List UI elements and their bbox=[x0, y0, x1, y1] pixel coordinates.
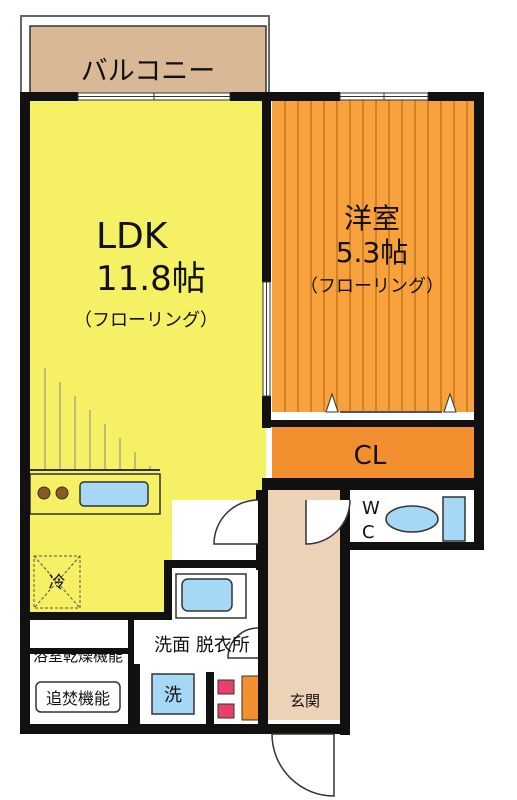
balcony-label: バルコニー bbox=[81, 56, 215, 87]
bath-dryer-label: 浴室乾燥機能 bbox=[33, 647, 123, 665]
stove-burner-right bbox=[55, 486, 69, 500]
toilet-label-c: C bbox=[362, 522, 375, 543]
western-room-floor-label: （フローリング） bbox=[300, 276, 444, 297]
entrance-label: 玄関 bbox=[290, 692, 320, 710]
shoebox-side bbox=[241, 675, 261, 721]
windows bbox=[77, 92, 429, 397]
washbasin-sink bbox=[181, 578, 233, 612]
western-room-name: 洋室 bbox=[344, 202, 400, 235]
fridge-cross-b bbox=[33, 555, 81, 609]
closet-label: CL bbox=[354, 441, 387, 471]
closet-door-marker-right bbox=[443, 392, 457, 413]
walls bbox=[20, 92, 484, 735]
toilet-door-arc bbox=[305, 499, 351, 545]
closet-door-marker-left bbox=[325, 392, 339, 413]
entrance-door-arc bbox=[271, 733, 335, 797]
ldk-name: LDK bbox=[96, 216, 169, 257]
kitchen-sink bbox=[79, 481, 149, 507]
shoebox-bottom bbox=[217, 703, 235, 719]
stove-burner-left bbox=[37, 486, 51, 500]
closet-area bbox=[272, 426, 474, 478]
fridge-label: 冷 bbox=[49, 573, 66, 593]
toilet-bowl bbox=[385, 505, 439, 533]
reheat-box bbox=[35, 681, 121, 713]
ldk-floor-label: （フローリング） bbox=[74, 310, 218, 331]
shoebox-top bbox=[217, 679, 235, 695]
entrance-floor bbox=[268, 680, 340, 720]
staircase-lines bbox=[30, 368, 160, 471]
western-room-stripes bbox=[284, 100, 468, 412]
ldk-door-arc bbox=[213, 499, 259, 545]
toilet-label-w: W bbox=[362, 498, 380, 519]
ldk-size: 11.8帖 bbox=[96, 259, 206, 299]
washroom-door-arc bbox=[227, 627, 259, 659]
reheat-label: 追焚機能 bbox=[46, 689, 110, 708]
fridge-cross-a bbox=[33, 555, 81, 609]
toilet-tank bbox=[442, 496, 466, 542]
washer-box bbox=[151, 673, 195, 715]
washer-label: 洗 bbox=[164, 685, 182, 706]
washroom-label: 洗面 脱衣所 bbox=[154, 635, 250, 656]
western-room-size: 5.3帖 bbox=[336, 236, 409, 269]
